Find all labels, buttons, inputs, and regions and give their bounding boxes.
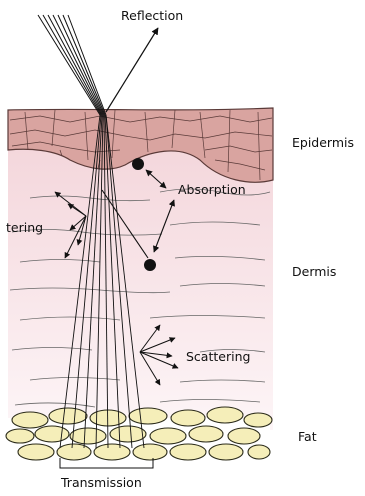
dermis-label: Dermis bbox=[292, 264, 336, 279]
reflection-label: Reflection bbox=[121, 8, 183, 23]
fat-label: Fat bbox=[298, 429, 317, 444]
epidermis-label: Epidermis bbox=[292, 135, 354, 150]
scattering-label: Scattering bbox=[186, 349, 250, 364]
absorption-label: Absorption bbox=[178, 182, 246, 197]
scattering-left-label: tering bbox=[6, 220, 43, 235]
transmission-label: Transmission bbox=[60, 475, 142, 490]
incident-light-beam bbox=[38, 15, 106, 115]
absorption-particle-lower bbox=[144, 259, 156, 271]
absorption-particle-upper bbox=[132, 158, 144, 170]
reflection-arrow bbox=[106, 28, 158, 112]
